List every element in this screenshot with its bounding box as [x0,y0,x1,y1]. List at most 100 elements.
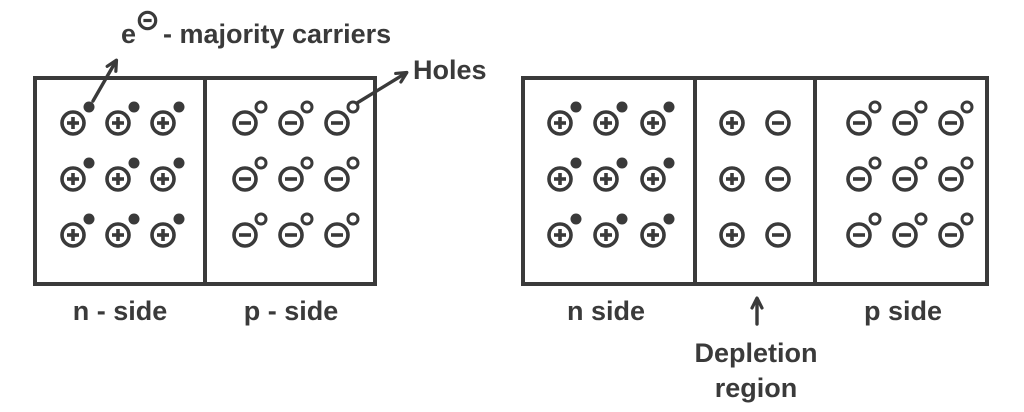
left-p-region-carriers [232,100,360,248]
hole-ring-icon [300,156,314,170]
electron-dot-icon [616,101,628,113]
electron-dot-icon [128,213,140,225]
left-p-side-label: p - side [243,296,339,326]
depletion-word: Depletion [694,338,818,368]
positive-ion-symbol [547,157,582,192]
negative-ion-symbol [765,166,791,192]
electron-dot-icon [616,213,628,225]
positive-ion-symbol [60,213,95,248]
negative-ion-symbol [938,212,974,248]
right-n-side-label: n side [566,296,646,326]
hole-ring-icon [346,100,360,114]
positive-ion-symbol [719,222,745,248]
electron-dot-icon [83,101,95,113]
circled-minus-icon [137,10,158,31]
electron-dot-icon [663,157,675,169]
hole-ring-icon [868,212,882,226]
negative-ion-symbol [232,156,268,192]
positive-ion-symbol [547,101,582,136]
electron-dot-icon [570,157,582,169]
depletion-negative-column [765,110,791,248]
negative-ion-symbol [324,156,360,192]
negative-ion-symbol [765,222,791,248]
right-junction-box [521,76,989,286]
electron-dot-icon [570,213,582,225]
positive-ion-symbol [150,101,185,136]
negative-ion-symbol [278,212,314,248]
hole-ring-icon [300,100,314,114]
right-p-side-label: p side [863,296,943,326]
hole-ring-icon [346,212,360,226]
positive-ion-symbol [60,101,95,136]
hole-ring-icon [254,100,268,114]
majority-carriers-annotation: e - majority carriers [121,8,391,52]
right-junction-box-outline [521,76,989,286]
electron-dot-icon [128,101,140,113]
positive-ion-symbol [640,157,675,192]
positive-ion-symbol [719,166,745,192]
right-p-region-carriers [846,100,974,248]
negative-ion-symbol [892,212,928,248]
negative-ion-symbol [324,100,360,136]
hole-ring-icon [914,100,928,114]
positive-ion-symbol [593,101,628,136]
positive-ion-symbol [150,157,185,192]
depletion-region-label: Depletion region [694,336,817,406]
electron-dot-icon [173,213,185,225]
positive-ion-symbol [640,101,675,136]
majority-carriers-label: - majority carriers [163,19,392,49]
electron-dot-icon [663,213,675,225]
electron-dot-icon [128,157,140,169]
hole-ring-icon [914,156,928,170]
hole-ring-icon [914,212,928,226]
negative-ion-symbol [278,100,314,136]
negative-ion-symbol [846,156,882,192]
negative-ion-symbol [765,110,791,136]
majority-carriers-arrow [91,58,119,103]
hole-ring-icon [868,100,882,114]
electron-dot-icon [83,213,95,225]
negative-ion-symbol [278,156,314,192]
hole-ring-icon [960,156,974,170]
electron-dot-icon [173,101,185,113]
negative-ion-symbol [846,212,882,248]
hole-ring-icon [254,212,268,226]
electron-dot-icon [616,157,628,169]
negative-ion-symbol [938,156,974,192]
hole-ring-icon [960,212,974,226]
negative-ion-symbol [892,156,928,192]
positive-ion-symbol [105,157,140,192]
positive-ion-symbol [640,213,675,248]
positive-ion-symbol [60,157,95,192]
positive-ion-symbol [150,213,185,248]
hole-ring-icon [868,156,882,170]
electron-dot-icon [83,157,95,169]
positive-ion-symbol [593,213,628,248]
positive-ion-symbol [593,157,628,192]
hole-ring-icon [346,156,360,170]
right-n-region-carriers [547,101,675,248]
hole-ring-icon [254,156,268,170]
holes-arrow [355,70,409,105]
negative-ion-symbol [938,100,974,136]
negative-ion-symbol [846,100,882,136]
left-n-region-carriers [60,101,185,248]
negative-ion-symbol [892,100,928,136]
positive-ion-symbol [105,213,140,248]
depletion-positive-column [719,110,745,248]
negative-ion-symbol [232,212,268,248]
left-n-side-label: n - side [72,296,168,326]
hole-ring-icon [960,100,974,114]
holes-label: Holes [413,55,487,85]
positive-ion-symbol [105,101,140,136]
electron-dot-icon [173,157,185,169]
electron-symbol: e [121,19,137,49]
negative-ion-symbol [232,100,268,136]
hole-ring-icon [300,212,314,226]
positive-ion-symbol [719,110,745,136]
negative-ion-symbol [324,212,360,248]
region-word: region [714,373,798,403]
electron-dot-icon [663,101,675,113]
